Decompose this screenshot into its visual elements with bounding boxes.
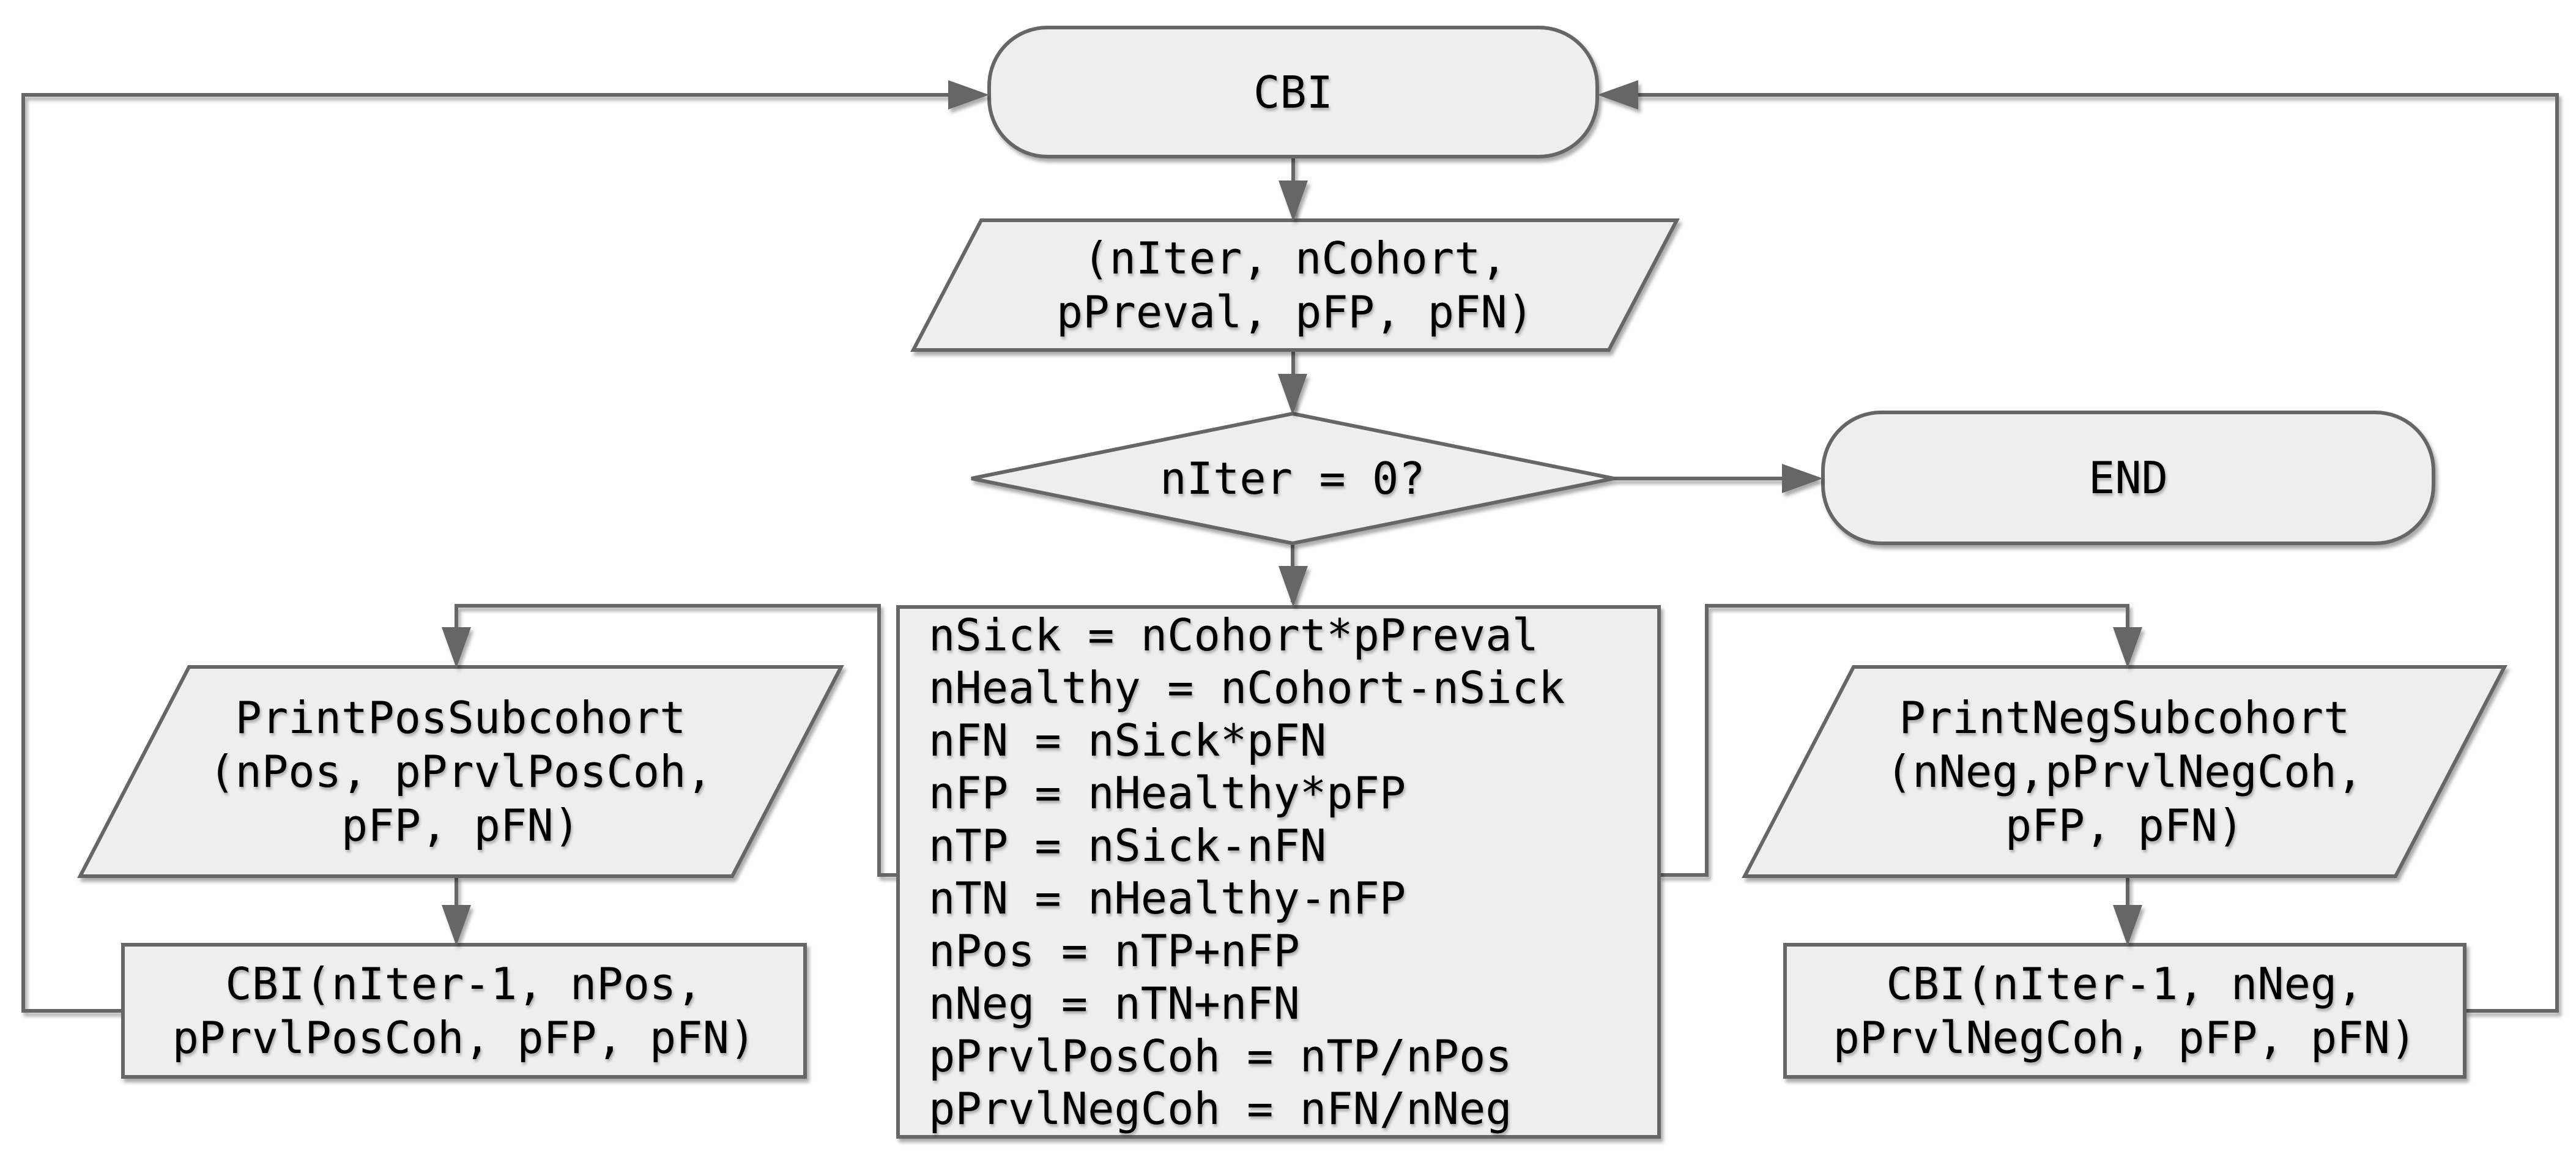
start-terminator-shape bbox=[987, 26, 1599, 158]
arrow-into-print-neg-icon bbox=[2113, 627, 2142, 668]
arrowheads bbox=[442, 80, 2142, 946]
arrow-into-recurse-pos-icon bbox=[442, 905, 471, 946]
decision-diamond-shape bbox=[971, 411, 1614, 546]
arrow-into-process-icon bbox=[1279, 566, 1308, 607]
arrow-into-recurse-neg-icon bbox=[2113, 905, 2142, 946]
end-terminator-shape bbox=[1821, 411, 2435, 545]
edge-recurse-pos-to-start bbox=[21, 93, 950, 1013]
arrow-into-end-icon bbox=[1782, 464, 1823, 493]
edge-process-to-print-neg bbox=[1659, 604, 2129, 877]
arrow-into-decision-icon bbox=[1278, 374, 1307, 415]
arrow-into-print-pos-icon bbox=[442, 627, 471, 668]
arrow-into-input-icon bbox=[1279, 181, 1308, 221]
recurse-neg-rect-shape bbox=[1783, 943, 2467, 1079]
arrow-into-start-right-icon bbox=[1597, 80, 1638, 110]
node-shapes bbox=[77, 26, 2507, 1139]
edge-process-to-print-pos bbox=[455, 604, 898, 877]
edge-recurse-neg-to-start bbox=[1636, 93, 2559, 1013]
input-parallelogram-shape bbox=[910, 218, 1680, 352]
connector-lines bbox=[21, 93, 2559, 1013]
process-rect-shape bbox=[896, 605, 1661, 1139]
print-pos-parallelogram-shape bbox=[77, 665, 844, 878]
arrow-into-start-left-icon bbox=[948, 80, 989, 110]
recurse-pos-rect-shape bbox=[121, 943, 807, 1079]
print-neg-parallelogram-shape bbox=[1742, 665, 2507, 878]
